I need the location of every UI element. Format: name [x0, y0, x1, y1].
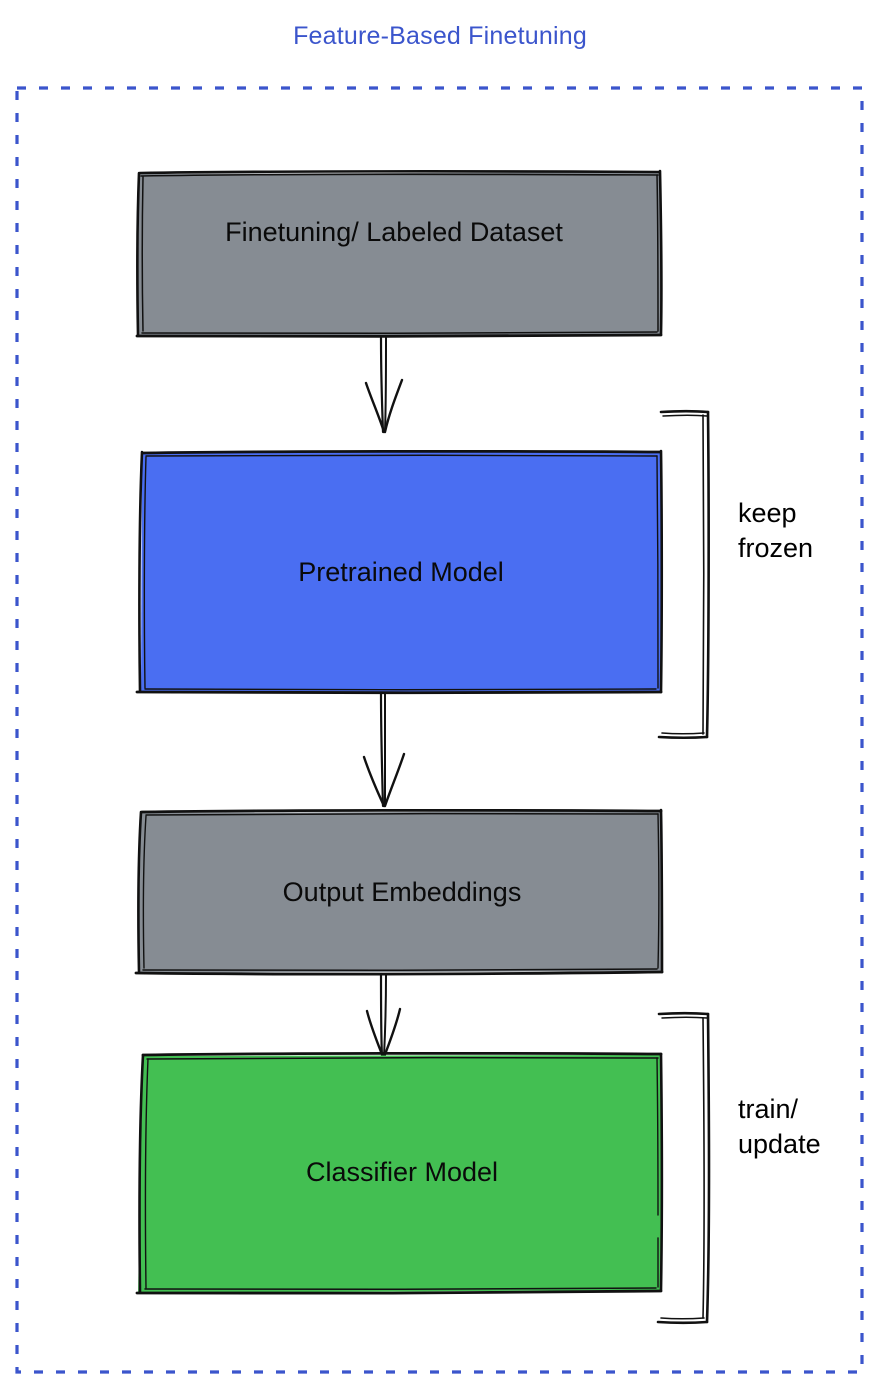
arrow-dataset-to-pretrained	[364, 336, 404, 434]
annotation-keep-frozen: keep frozen	[738, 498, 814, 563]
arrow-embeddings-to-classifier	[365, 972, 402, 1059]
node-label-dataset: Finetuning/ Labeled Dataset	[225, 217, 563, 247]
node-pretrained-model[interactable]	[135, 449, 664, 695]
diagram-title: Feature-Based Finetuning	[293, 22, 587, 50]
arrow-pretrained-to-embeddings	[362, 692, 406, 808]
bracket-keep-frozen	[657, 409, 710, 740]
node-classifier-model[interactable]	[135, 1051, 664, 1295]
dashed-container	[15, 86, 864, 1374]
node-label-classifier-model: Classifier Model	[305, 1157, 499, 1187]
node-dataset[interactable]	[135, 169, 663, 338]
node-label-output-embeddings: Output Embeddings	[282, 877, 522, 907]
node-label-pretrained-model: Pretrained Model	[298, 557, 504, 587]
annotation-train-update: train/ update	[738, 1094, 821, 1159]
bracket-train-update	[656, 1011, 711, 1325]
node-output-embeddings[interactable]	[134, 808, 664, 976]
